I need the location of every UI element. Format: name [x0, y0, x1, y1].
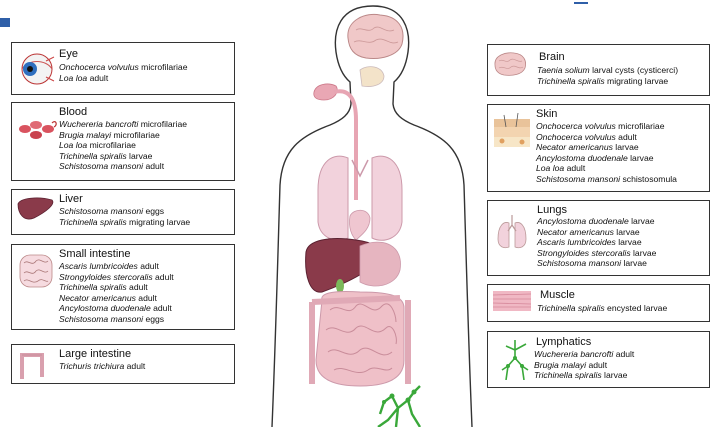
- red-blood-cells-icon: [19, 121, 57, 139]
- list-item: Onchocerca volvulus microfilariae: [536, 121, 665, 131]
- brain-title: Brain: [539, 51, 565, 63]
- corner-marker-top: [574, 2, 588, 4]
- large-intestine-title: Large intestine: [59, 348, 132, 360]
- list-item: Necator americanus adult: [59, 292, 157, 303]
- small-intestine-title: Small intestine: [59, 248, 131, 260]
- small-intestine-parasite-list: Ascaris lumbricoides adult Strongyloides…: [59, 261, 174, 325]
- muscle-parasite-list: Trichinella spiralis encysted larvae: [537, 303, 667, 314]
- list-item: Strongyloides stercoralis adult: [59, 271, 174, 282]
- list-item: Ancylostoma duodenale larvae: [536, 152, 654, 163]
- large-intestine-parasite-list: Trichuris trichiura adult: [59, 361, 145, 372]
- list-item: Wuchereria bancrofti microfilariae: [59, 119, 188, 129]
- list-item: Taenia solium larval cysts (cysticerci): [537, 65, 679, 75]
- list-item: Schistosoma mansoni eggs: [59, 313, 165, 324]
- brain-organ: [347, 13, 404, 59]
- list-item: Brugia malayi adult: [534, 359, 608, 370]
- liver-icon: [17, 197, 54, 220]
- blood-parasite-list: Wuchereria bancrofti microfilariae Brugi…: [59, 119, 187, 172]
- large-intestine-icon: [20, 353, 44, 379]
- list-item: Ancylostoma duodenale larvae: [537, 216, 655, 226]
- lymph-vessels-icon: [501, 340, 529, 380]
- eye-box: Eye Onchocerca volvulus microfilariae Lo…: [11, 42, 235, 95]
- eye-icon: [21, 53, 55, 85]
- corner-marker: [0, 18, 10, 27]
- lymphatics-title: Lymphatics: [536, 336, 592, 348]
- list-item: Strongyloides stercoralis larvae: [537, 247, 657, 258]
- lungs-parasite-list: Ancylostoma duodenale larvae Necator ame…: [537, 216, 656, 269]
- list-item: Onchocerca volvulus microfilariae: [59, 62, 188, 72]
- muscle-title: Muscle: [540, 289, 575, 301]
- skin-title: Skin: [536, 108, 558, 120]
- large-intestine-box: Large intestine Trichuris trichiura adul…: [11, 344, 235, 384]
- lungs-icon: [497, 215, 527, 249]
- brain-parasite-list: Taenia solium larval cysts (cysticerci) …: [537, 65, 678, 86]
- small-intestine-box: Small intestine Ascaris lumbricoides adu…: [11, 244, 235, 330]
- brain-icon: [494, 52, 526, 76]
- lymphatics-parasite-list: Wuchereria bancrofti adult Brugia malayi…: [534, 349, 634, 381]
- liver-parasite-list: Schistosoma mansoni eggs Trichinella spi…: [59, 206, 190, 227]
- list-item: Wuchereria bancrofti adult: [534, 349, 635, 359]
- list-item: Schistosoma mansoni adult: [59, 161, 165, 172]
- list-item: Necator americanus larvae: [537, 226, 640, 237]
- list-item: Trichinella spiralis migrating larvae: [537, 75, 669, 86]
- liver-box: Liver Schistosoma mansoni eggs Trichinel…: [11, 189, 235, 235]
- skin-box: Skin Onchocerca volvulus microfilariae O…: [487, 104, 710, 192]
- list-item: Ascaris lumbricoides larvae: [537, 237, 642, 248]
- muscle-box: Muscle Trichinella spiralis encysted lar…: [487, 284, 710, 322]
- list-item: Ascaris lumbricoides adult: [59, 261, 159, 271]
- list-item: Loa loa microfilariae: [59, 140, 136, 151]
- list-item: Necator americanus larvae: [536, 142, 639, 153]
- list-item: Onchocerca volvulus adult: [536, 131, 637, 142]
- list-item: Brugia malayi microfilariae: [59, 129, 160, 140]
- blood-box: Blood Wuchereria bancrofti microfilariae…: [11, 102, 235, 181]
- list-item: Schistosoma mansoni eggs: [59, 206, 165, 216]
- list-item: Trichinella spiralis larvae: [59, 150, 153, 161]
- body-outline: [271, 5, 374, 427]
- list-item: Ancylostoma duodenale adult: [59, 303, 172, 314]
- eye-title: Eye: [59, 48, 78, 60]
- lungs-title: Lungs: [537, 204, 567, 216]
- list-item: Trichinella spiralis adult: [59, 282, 148, 293]
- list-item: Trichuris trichiura adult: [59, 361, 146, 371]
- brain-box: Brain Taenia solium larval cysts (cystic…: [487, 44, 710, 96]
- small-intestine-organ: [315, 291, 405, 387]
- large-intestine-organ: [309, 295, 411, 384]
- liver-title: Liver: [59, 193, 83, 205]
- skin-parasite-list: Onchocerca volvulus microfilariae Onchoc…: [536, 121, 677, 185]
- skin-layers-icon: [494, 113, 530, 147]
- small-intestine-icon: [19, 254, 53, 288]
- eye-parasite-list: Onchocerca volvulus microfilariae Loa lo…: [59, 62, 188, 83]
- list-item: Trichinella spiralis larvae: [534, 370, 628, 381]
- list-item: Schistosoma mansoni larvae: [537, 258, 647, 269]
- list-item: Schistosoma mansoni schistosomula: [536, 173, 677, 184]
- lymphatics-box: Lymphatics Wuchereria bancrofti adult Br…: [487, 331, 710, 388]
- list-item: Loa loa adult: [59, 72, 109, 83]
- muscle-fibers-icon: [493, 291, 531, 311]
- list-item: Loa loa adult: [536, 163, 586, 174]
- lungs-box: Lungs Ancylostoma duodenale larvae Necat…: [487, 200, 710, 276]
- blood-title: Blood: [59, 106, 88, 118]
- list-item: Trichinella spiralis encysted larvae: [537, 303, 668, 313]
- list-item: Trichinella spiralis migrating larvae: [59, 216, 191, 227]
- lungs-organ: [317, 155, 349, 241]
